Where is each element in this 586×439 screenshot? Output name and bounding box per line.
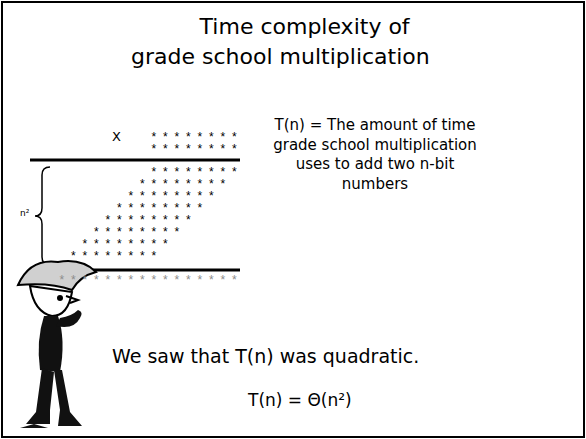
statement-text: We saw that T(n) was quadratic. xyxy=(112,345,419,367)
partial-product-row: ******** xyxy=(116,203,208,215)
digit-row: ******** xyxy=(150,144,242,156)
slide-title: Time complexity of grade school multipli… xyxy=(122,12,439,71)
partial-product-row: ******** xyxy=(70,251,162,263)
sum-line xyxy=(30,159,240,162)
times-sign: X xyxy=(112,129,121,144)
partial-product-row: ******** xyxy=(127,191,219,203)
partial-product-row: ******** xyxy=(150,167,242,179)
partial-product-row: ******** xyxy=(81,239,173,251)
result-row: **************** xyxy=(58,275,242,287)
definition-text: T(n) = The amount of time grade school m… xyxy=(272,116,478,194)
partial-product-row: ******** xyxy=(93,227,185,239)
formula-text: T(n) = Θ(n²) xyxy=(248,390,352,410)
brace-label: n² xyxy=(20,208,29,218)
brace xyxy=(35,167,50,265)
partial-product-row: ******** xyxy=(104,215,196,227)
partial-product-row: ******** xyxy=(139,179,231,191)
digit-row: ******** xyxy=(150,132,242,144)
